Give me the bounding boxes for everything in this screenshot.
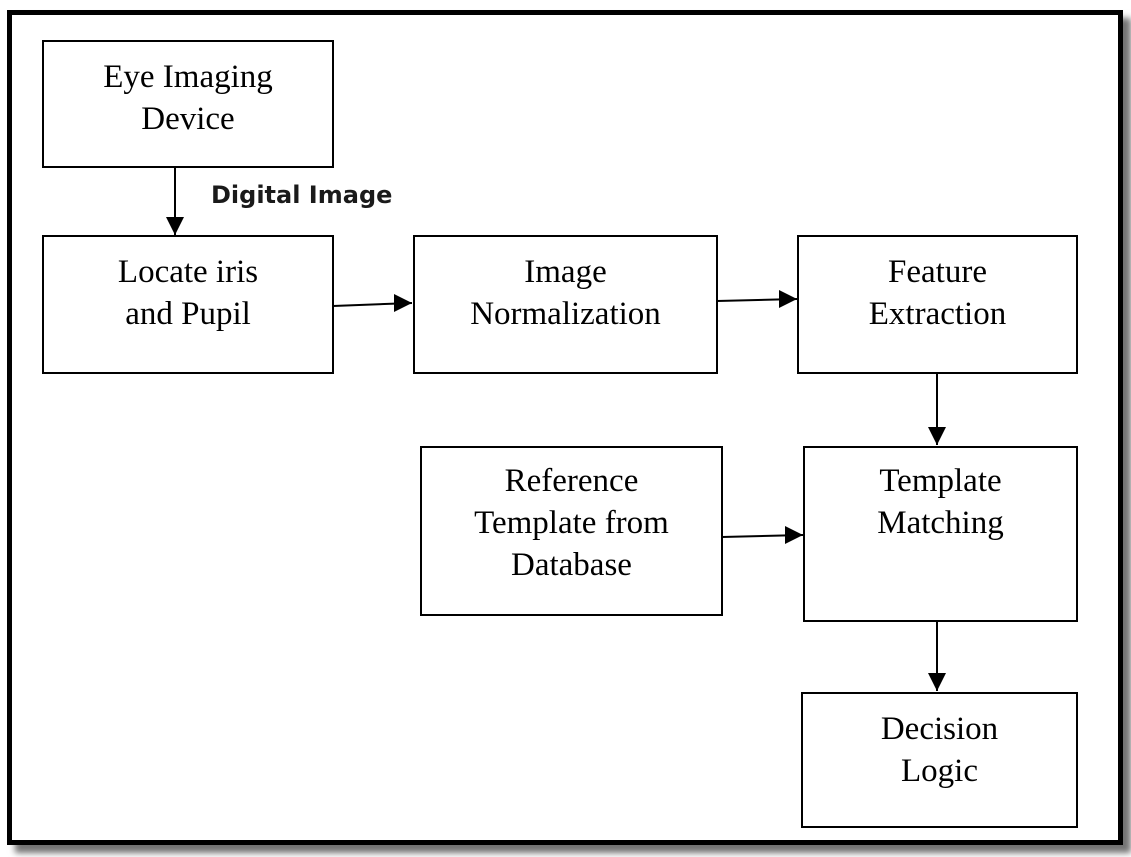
- node-decision-logic: Decision Logic: [801, 692, 1078, 828]
- node-eye-imaging-device: Eye Imaging Device: [42, 40, 334, 168]
- node-eye-imaging-device-label: Eye Imaging Device: [103, 59, 273, 137]
- node-locate-iris-pupil-label: Locate iris and Pupil: [117, 254, 259, 332]
- node-reference-template: Reference Template from Database: [420, 446, 723, 616]
- node-locate-iris-pupil: Locate iris and Pupil: [42, 235, 334, 374]
- node-template-matching: Template Matching: [803, 446, 1078, 622]
- node-template-matching-label: Template Matching: [877, 463, 1004, 541]
- node-feature-extraction: Feature Extraction: [797, 235, 1078, 374]
- node-feature-extraction-label: Feature Extraction: [868, 254, 1007, 332]
- node-decision-logic-label: Decision Logic: [880, 711, 999, 789]
- node-image-normalization-label: Image Normalization: [470, 254, 661, 332]
- node-reference-template-label: Reference Template from Database: [474, 463, 669, 583]
- edge-label-digital-image: Digital Image: [211, 181, 393, 209]
- node-image-normalization: Image Normalization: [413, 235, 718, 374]
